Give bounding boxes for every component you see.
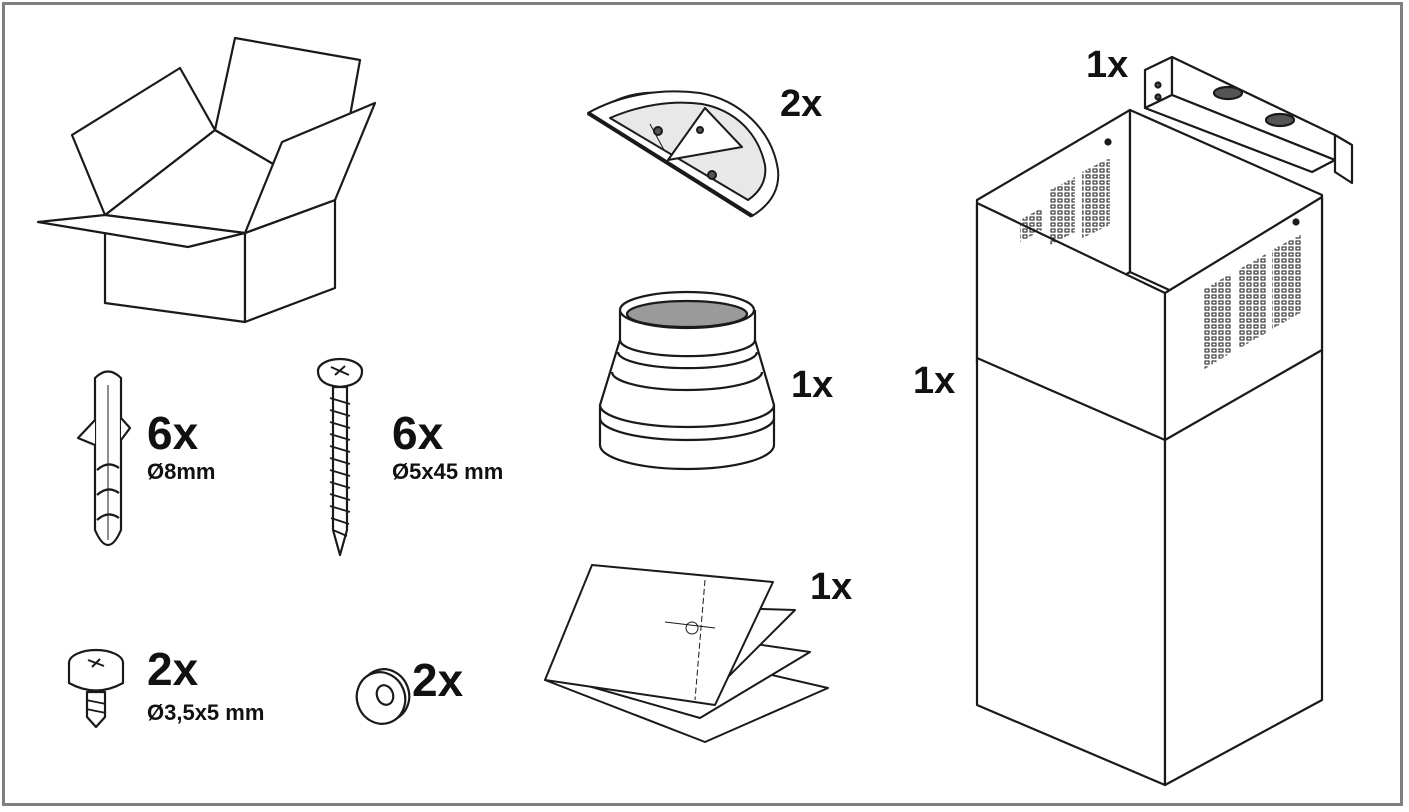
washer-quantity: 2x xyxy=(412,654,464,706)
half-round-template-icon xyxy=(586,90,780,218)
duct-reducer-icon xyxy=(598,290,776,471)
bracket-quantity: 1x xyxy=(1086,44,1129,86)
template-quantity: 2x xyxy=(780,83,823,125)
wood-screw-icon xyxy=(316,357,364,557)
chimney-quantity: 1x xyxy=(913,360,956,402)
washer-icon xyxy=(355,668,411,725)
wall-plug-size: Ø8mm xyxy=(147,459,216,484)
reducer-quantity: 1x xyxy=(791,364,834,406)
wood-screw-quantity: 6x xyxy=(392,407,444,459)
short-screw-size: Ø3,5x5 mm xyxy=(147,700,265,725)
manual-quantity: 1x xyxy=(810,566,853,608)
short-screw-quantity: 2x xyxy=(147,643,199,695)
instruction-manual-icon xyxy=(544,564,829,743)
chimney-duct-cover-icon xyxy=(975,108,1324,787)
wall-plug-icon xyxy=(76,370,132,547)
cardboard-box-icon xyxy=(36,36,377,324)
short-screw-icon xyxy=(67,648,125,729)
mounting-bracket-icon xyxy=(1143,55,1354,185)
wood-screw-size: Ø5x45 mm xyxy=(392,459,504,484)
wall-plug-quantity: 6x xyxy=(147,407,199,459)
